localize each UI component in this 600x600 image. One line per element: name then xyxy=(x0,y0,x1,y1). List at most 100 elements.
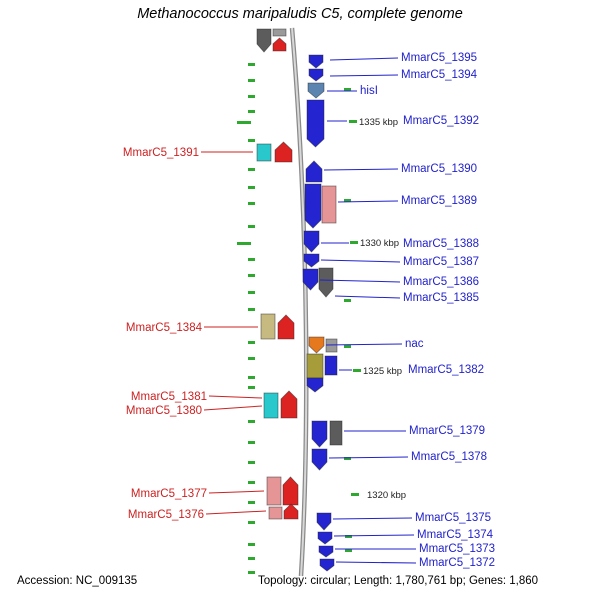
gene-glyph-MmarC5_1373[interactable] xyxy=(318,545,334,558)
feature-tick xyxy=(344,199,351,202)
feature-tick xyxy=(248,501,255,504)
scale-label: 1325 kbp xyxy=(363,366,402,377)
gene-glyph-MmarC5_1387[interactable] xyxy=(303,253,320,268)
gene-label-MmarC5_1374[interactable]: MmarC5_1374 xyxy=(417,529,494,541)
gene-glyph-MmarC5_1379[interactable] xyxy=(311,420,328,448)
scale-tick xyxy=(349,120,357,123)
leader-line xyxy=(319,279,401,283)
gene-glyph-nac-neighbor[interactable] xyxy=(325,338,338,353)
gene-glyph-unlabeled-a[interactable] xyxy=(256,28,272,53)
gene-glyph-MmarC5_1372[interactable] xyxy=(319,558,335,572)
gene-glyph-MmarC5_1374[interactable] xyxy=(317,531,333,545)
gene-glyph-MmarC5_1381[interactable] xyxy=(280,390,298,419)
gene-glyph-MmarC5_1379-box[interactable] xyxy=(329,420,343,446)
leader-line xyxy=(205,510,267,515)
gene-glyph-hisI[interactable] xyxy=(307,82,325,99)
feature-tick xyxy=(345,549,352,552)
feature-tick xyxy=(344,299,351,302)
gene-label-MmarC5_1377[interactable]: MmarC5_1377 xyxy=(131,488,207,500)
feature-tick xyxy=(248,571,255,574)
feature-tick xyxy=(248,461,255,464)
gene-glyph-MmarC5_1375[interactable] xyxy=(316,512,332,531)
leader-line xyxy=(337,200,399,203)
gene-glyph-MmarC5_1390[interactable] xyxy=(305,160,323,183)
gene-label-MmarC5_1375[interactable]: MmarC5_1375 xyxy=(415,512,491,524)
feature-tick xyxy=(248,420,255,423)
gene-glyph-MmarC5_1395[interactable] xyxy=(308,54,324,69)
gene-label-MmarC5_1379[interactable]: MmarC5_1379 xyxy=(409,425,485,437)
leader-line xyxy=(328,456,409,459)
gene-label-MmarC5_1389[interactable]: MmarC5_1389 xyxy=(401,195,477,207)
gene-label-MmarC5_1381[interactable]: MmarC5_1381 xyxy=(131,391,207,403)
feature-tick xyxy=(248,168,255,171)
gene-label-MmarC5_1387[interactable]: MmarC5_1387 xyxy=(403,256,479,268)
gene-label-MmarC5_1384[interactable]: MmarC5_1384 xyxy=(126,322,203,334)
gene-glyph-MmarC5_1384[interactable] xyxy=(277,314,295,340)
gene-label-MmarC5_1390[interactable]: MmarC5_1390 xyxy=(401,163,477,175)
gene-glyph-MmarC5_1377-box[interactable] xyxy=(266,476,282,506)
gene-label-MmarC5_1391[interactable]: MmarC5_1391 xyxy=(123,147,199,159)
gene-glyph-unlabeled-b[interactable] xyxy=(272,28,287,37)
feature-tick xyxy=(344,345,351,348)
leader-line xyxy=(334,295,401,299)
gene-glyph-MmarC5_1382[interactable] xyxy=(306,377,324,393)
gene-glyph-MmarC5_1386[interactable] xyxy=(302,268,319,291)
scale-label: 1320 kbp xyxy=(367,490,406,501)
gene-glyph-MmarC5_1380[interactable] xyxy=(263,392,279,419)
genome-backbone-core xyxy=(291,27,308,577)
leader-line xyxy=(208,395,263,399)
gene-label-MmarC5_1392[interactable]: MmarC5_1392 xyxy=(403,115,479,127)
leader-line xyxy=(323,168,399,171)
gene-label-hisI[interactable]: hisI xyxy=(360,85,378,97)
gene-label-MmarC5_1378[interactable]: MmarC5_1378 xyxy=(411,451,487,463)
feature-tick xyxy=(248,139,255,142)
gene-label-MmarC5_1386[interactable]: MmarC5_1386 xyxy=(403,276,479,288)
leader-line xyxy=(325,343,403,346)
gene-glyph-MmarC5_1392[interactable] xyxy=(306,99,325,148)
gene-glyph-MmarC5_1378[interactable] xyxy=(311,448,328,471)
gene-glyph-unlabeled-c[interactable] xyxy=(272,37,287,52)
gene-label-MmarC5_1373[interactable]: MmarC5_1373 xyxy=(419,543,495,555)
feature-tick xyxy=(248,308,255,311)
gene-label-MmarC5_1376[interactable]: MmarC5_1376 xyxy=(128,509,204,521)
gene-label-MmarC5_1380[interactable]: MmarC5_1380 xyxy=(126,405,202,417)
feature-tick xyxy=(248,79,255,82)
gene-label-MmarC5_1385[interactable]: MmarC5_1385 xyxy=(403,292,479,304)
gene-glyph-MmarC5_1376[interactable] xyxy=(283,503,299,520)
gene-glyph-MmarC5_1389-strand[interactable] xyxy=(304,183,322,229)
gene-label-nac[interactable]: nac xyxy=(405,338,424,350)
gene-glyph-MmarC5_1388[interactable] xyxy=(303,230,320,253)
gene-glyph-MmarC5_1383[interactable] xyxy=(306,353,324,379)
gene-glyph-MmarC5_1389[interactable] xyxy=(321,185,337,224)
feature-tick xyxy=(248,376,255,379)
gene-label-MmarC5_1372[interactable]: MmarC5_1372 xyxy=(419,557,495,569)
feature-tick xyxy=(248,521,255,524)
gene-glyph-MmarC5_1384-box[interactable] xyxy=(260,313,276,340)
leader-line xyxy=(335,561,417,564)
leader-line xyxy=(329,74,399,77)
feature-tick xyxy=(345,535,352,538)
leader-line xyxy=(332,517,413,520)
feature-tick xyxy=(248,341,255,344)
feature-tick xyxy=(237,242,251,245)
scale-tick xyxy=(351,493,359,496)
leader-line xyxy=(333,534,415,537)
feature-tick xyxy=(248,441,255,444)
gene-glyph-MmarC5_1382-box[interactable] xyxy=(324,355,338,376)
gene-glyph-MmarC5_1377[interactable] xyxy=(282,476,299,506)
gene-label-MmarC5_1388[interactable]: MmarC5_1388 xyxy=(403,238,479,250)
gene-label-MmarC5_1394[interactable]: MmarC5_1394 xyxy=(401,69,478,81)
gene-label-MmarC5_1395[interactable]: MmarC5_1395 xyxy=(401,52,477,64)
gene-glyph-MmarC5_1391[interactable] xyxy=(274,141,293,163)
gene-glyph-MmarC5_1385[interactable] xyxy=(318,267,334,298)
gene-glyph-MmarC5_1394[interactable] xyxy=(308,68,324,82)
gene-glyph-MmarC5_1391-box[interactable] xyxy=(256,143,272,162)
gene-label-MmarC5_1382[interactable]: MmarC5_1382 xyxy=(408,364,484,376)
gene-glyph-MmarC5_1376-box[interactable] xyxy=(268,506,283,520)
feature-tick xyxy=(248,357,255,360)
scale-tick xyxy=(350,241,358,244)
gene-glyph-nac[interactable] xyxy=(308,336,325,354)
feature-tick xyxy=(248,110,255,113)
